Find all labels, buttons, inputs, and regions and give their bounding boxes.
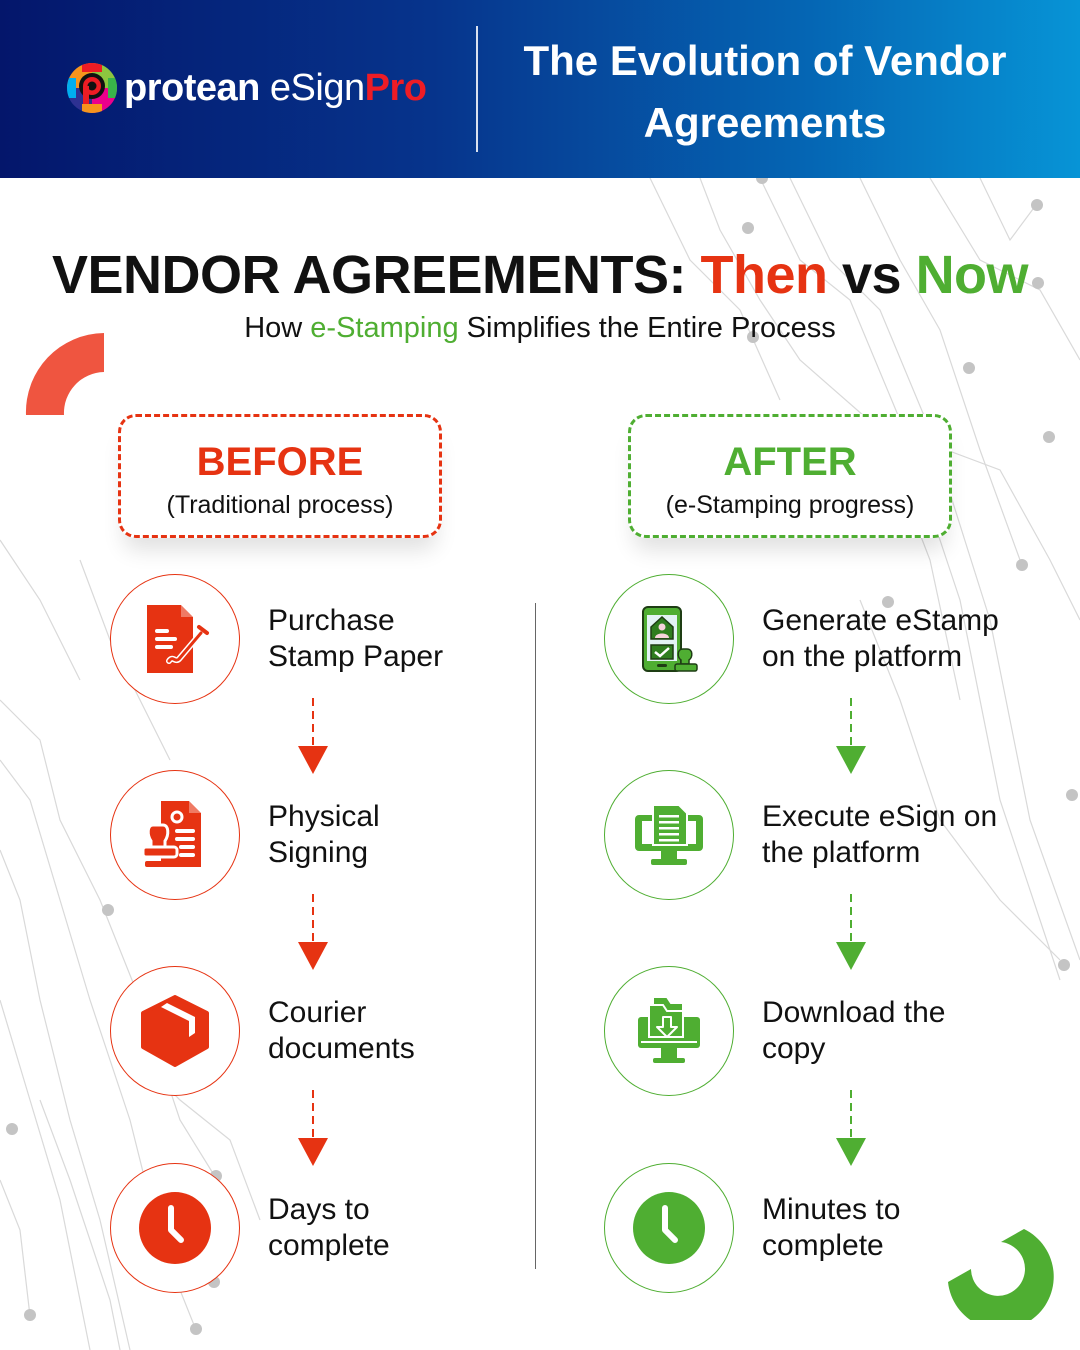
monitor-document-icon xyxy=(635,804,703,865)
heading-now: Now xyxy=(915,245,1029,305)
heading-prefix: VENDOR AGREEMENTS: xyxy=(51,245,701,305)
arrow-down-icon xyxy=(298,1090,328,1166)
green-arc-decoration xyxy=(948,1229,1054,1320)
clock-icon xyxy=(139,1192,211,1264)
arrow-down-icon xyxy=(298,894,328,970)
after-step-3: Download the copy xyxy=(604,966,945,1096)
brand-logo: protean eSignPro xyxy=(66,62,427,114)
circuit-background xyxy=(0,178,1080,1350)
heading-vs: vs xyxy=(827,245,916,305)
after-subtitle: (e-Stamping progress) xyxy=(665,491,915,519)
clock-icon xyxy=(633,1192,705,1264)
red-arc-decoration xyxy=(25,333,104,415)
brand-name-light: eSign xyxy=(259,66,365,109)
step-icon-circle xyxy=(110,1163,240,1293)
step-label: Courier documents xyxy=(268,996,415,1065)
step-icon-circle xyxy=(604,1163,734,1293)
after-step-1: Generate eStamp on the platform xyxy=(604,574,999,704)
step-icon-circle xyxy=(110,574,240,704)
after-box: AFTER (e-Stamping progress) xyxy=(628,414,952,538)
step-label: Download the copy xyxy=(762,996,946,1065)
before-box: BEFORE (Traditional process) xyxy=(118,414,442,538)
step-icon-circle xyxy=(604,574,734,704)
after-step-4: Minutes to complete xyxy=(604,1163,900,1293)
step-label: Purchase Stamp Paper xyxy=(268,604,444,673)
subheading-suffix: Simplifies the Entire Process xyxy=(458,312,836,344)
header-banner: protean eSignPro The Evolution of Vendor… xyxy=(0,0,1080,178)
step-icon-circle xyxy=(604,966,734,1096)
header-divider xyxy=(476,26,478,152)
brand-name: protean eSignPro xyxy=(124,66,427,110)
step-label: Physical Signing xyxy=(268,800,380,869)
before-step-3: Courier documents xyxy=(110,966,415,1096)
brand-name-accent: Pro xyxy=(364,66,427,109)
document-sign-icon xyxy=(147,605,209,673)
header-title: The Evolution of Vendor Agreements xyxy=(523,37,1007,146)
monitor-download-icon xyxy=(638,996,700,1063)
column-divider xyxy=(535,603,536,1269)
package-box-icon xyxy=(141,995,209,1067)
subheading-prefix: How xyxy=(244,312,311,344)
arrow-down-icon xyxy=(298,698,328,774)
after-title: AFTER xyxy=(723,440,857,484)
stamp-document-icon xyxy=(141,801,201,867)
arrow-down-icon xyxy=(836,698,866,774)
subheading-highlight: e-Stamping xyxy=(310,312,459,344)
heading-then: Then xyxy=(700,245,828,305)
protean-logo-icon xyxy=(67,63,117,113)
step-icon-circle xyxy=(110,966,240,1096)
before-step-4: Days to complete xyxy=(110,1163,390,1293)
arrow-down-icon xyxy=(836,894,866,970)
before-step-1: Purchase Stamp Paper xyxy=(110,574,443,704)
after-step-2: Execute eSign on the platform xyxy=(604,770,997,900)
before-subtitle: (Traditional process) xyxy=(166,491,394,519)
sub-heading: How e-Stamping Simplifies the Entire Pro… xyxy=(0,312,1080,345)
before-step-2: Physical Signing xyxy=(110,770,380,900)
main-heading: VENDOR AGREEMENTS: Then vs Now xyxy=(0,244,1080,306)
step-label: Generate eStamp on the platform xyxy=(762,604,999,673)
step-icon-circle xyxy=(110,770,240,900)
brand-name-bold: protean xyxy=(124,66,260,109)
step-label: Minutes to complete xyxy=(762,1193,901,1262)
arrow-down-icon xyxy=(836,1090,866,1166)
phone-estamp-icon xyxy=(642,606,698,672)
before-title: BEFORE xyxy=(196,440,364,484)
step-icon-circle xyxy=(604,770,734,900)
step-label: Days to complete xyxy=(268,1193,390,1262)
step-label: Execute eSign on the platform xyxy=(762,800,998,869)
